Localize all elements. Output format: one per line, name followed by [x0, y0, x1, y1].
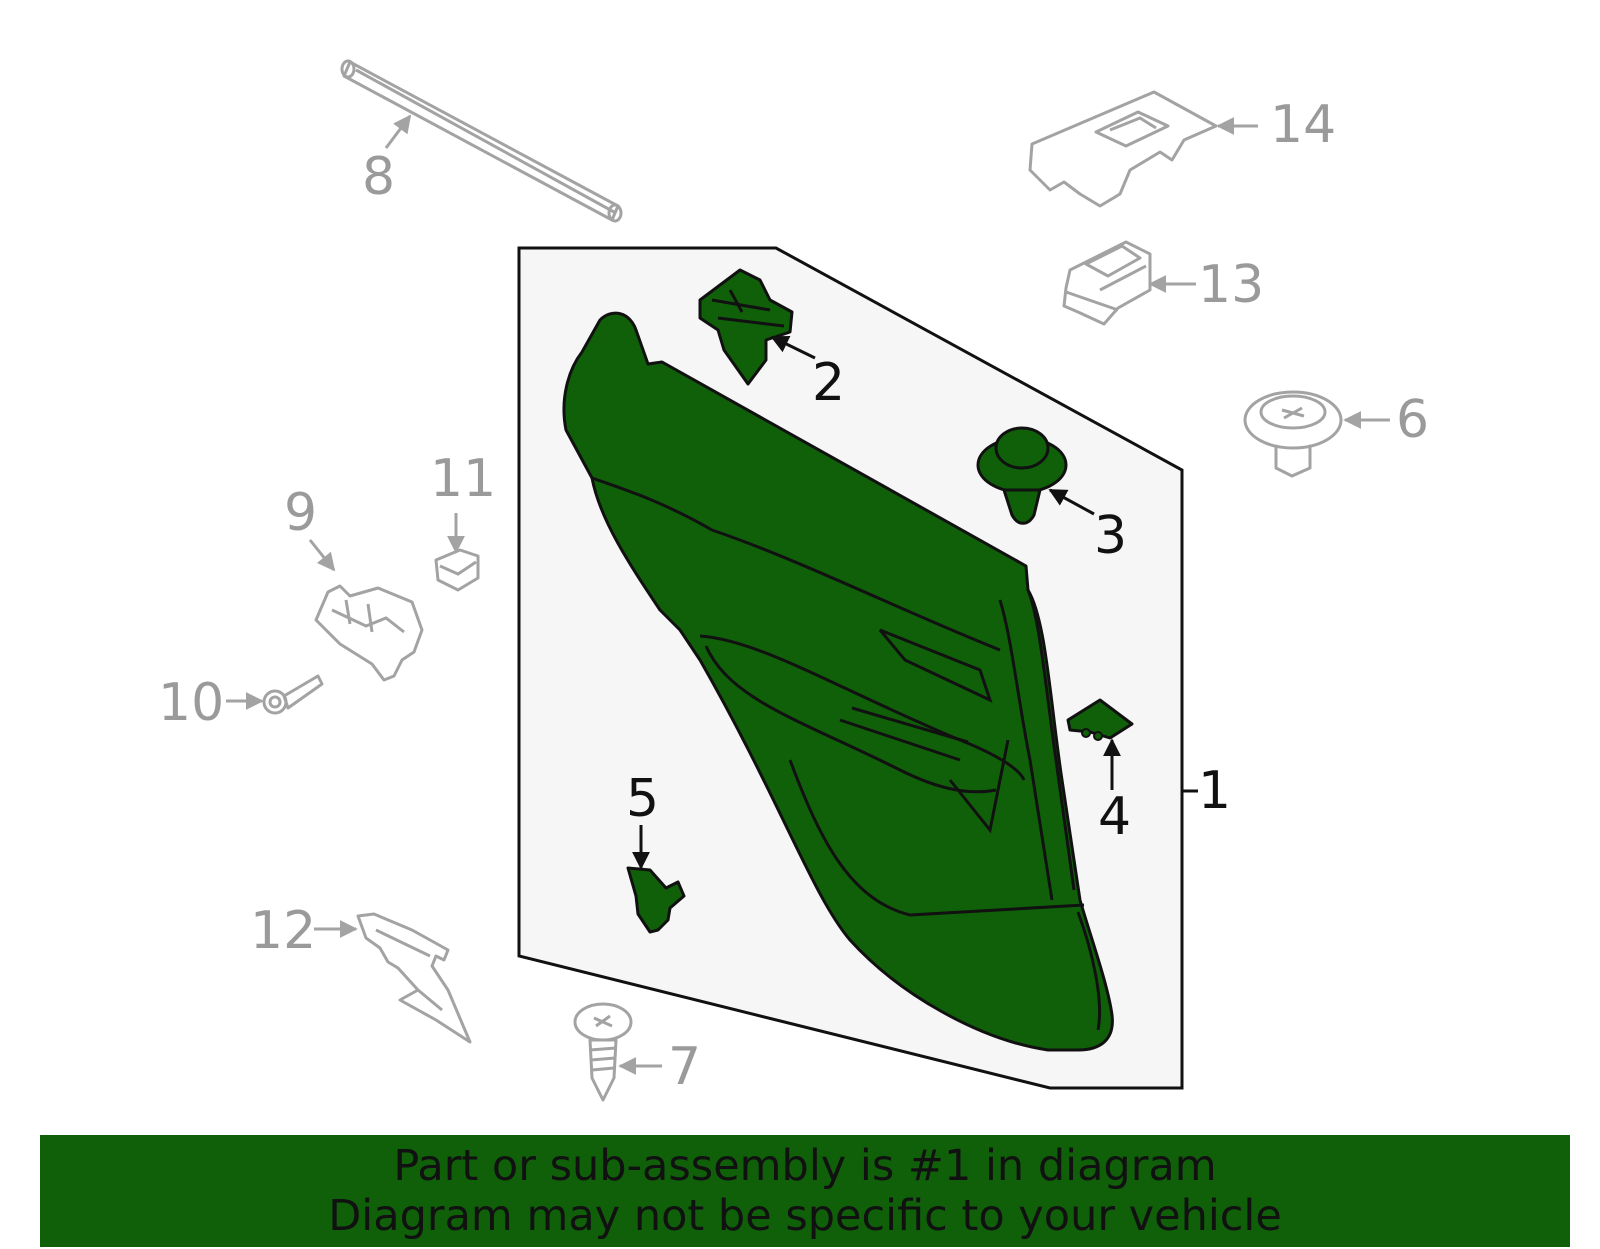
callout-6: 6 [1396, 390, 1429, 450]
callout-11: 11 [430, 449, 496, 509]
callout-13: 13 [1198, 255, 1264, 315]
bracket-part-12 [356, 912, 472, 1044]
callout-9: 9 [284, 483, 317, 543]
callout-leader-8 [384, 114, 412, 149]
handle-bracket-part-9 [314, 584, 424, 682]
notice-banner: Part or sub-assembly is #1 in diagram Di… [40, 1135, 1570, 1247]
push-pin-part-3[interactable] [976, 426, 1068, 525]
clip-part-6 [1243, 390, 1343, 478]
callout-2: 2 [812, 353, 845, 413]
callout-3: 3 [1094, 506, 1127, 566]
screw-part-7 [573, 1002, 633, 1102]
window-switch-part-13 [1062, 240, 1152, 326]
callout-leader-3 [1048, 488, 1095, 516]
door-trim-panel[interactable] [562, 311, 1114, 1052]
callout-leader-9 [308, 539, 336, 572]
callout-14: 14 [1270, 95, 1336, 155]
screw-part-10 [262, 674, 324, 715]
callout-4: 4 [1098, 787, 1131, 847]
callout-7: 7 [668, 1037, 701, 1097]
callout-12: 12 [250, 901, 316, 961]
callout-1: 1 [1198, 761, 1231, 821]
clip-part-11 [434, 548, 480, 592]
notice-line-2: Diagram may not be specific to your vehi… [328, 1191, 1282, 1241]
weatherstrip-part-8 [340, 59, 623, 223]
cover-part-4[interactable] [1066, 698, 1134, 741]
clip-part-5[interactable] [626, 866, 686, 934]
callout-8: 8 [362, 147, 395, 207]
notice-line-1: Part or sub-assembly is #1 in diagram [393, 1141, 1217, 1191]
callout-5: 5 [626, 769, 659, 829]
clip-part-2[interactable] [698, 268, 794, 386]
callout-leader-2 [770, 335, 816, 360]
switch-bezel-part-14 [1028, 90, 1218, 208]
callout-10: 10 [158, 673, 224, 733]
